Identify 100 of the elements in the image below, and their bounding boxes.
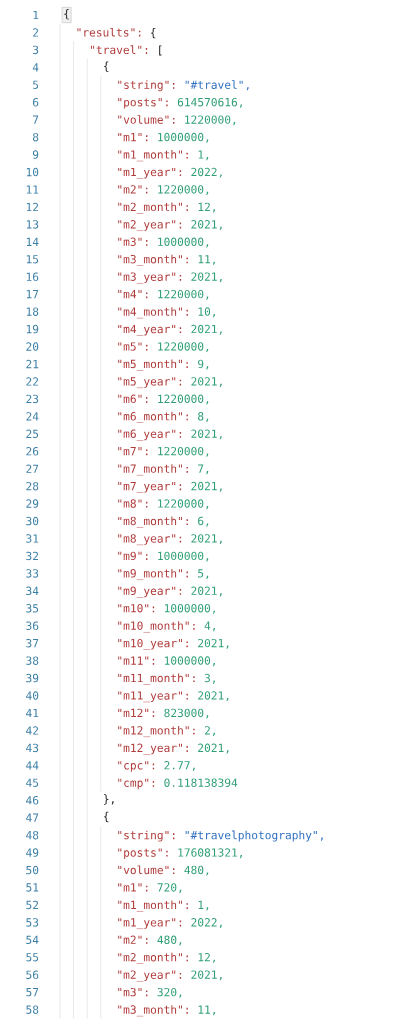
json-value: 2021,	[198, 638, 229, 649]
json-key: "m4":	[118, 290, 148, 299]
json-key: "posts":	[118, 98, 168, 109]
json-key: "m2_year":	[118, 970, 182, 982]
json-key: "m3":	[118, 237, 148, 246]
json-value: 12,	[198, 202, 215, 213]
line-number: 23	[26, 394, 39, 404]
json-value: "#travel",	[185, 80, 249, 91]
json-value: 11,	[198, 255, 215, 265]
line-number: 30	[26, 516, 39, 526]
json-value: 1220000,	[158, 499, 209, 510]
json-key: "m9":	[118, 551, 148, 561]
line-number: 39	[26, 673, 39, 683]
json-value: 2021,	[191, 586, 222, 597]
json-key: "m12_month":	[118, 725, 195, 738]
line-number: 42	[26, 726, 39, 735]
line-number: 34	[26, 586, 39, 596]
line-number: 54	[26, 935, 39, 944]
line-number: 52	[26, 900, 39, 910]
json-key: "m1_year":	[118, 918, 182, 930]
bracket: {	[61, 7, 72, 23]
json-key: "string":	[118, 830, 175, 842]
json-key: "m3_month":	[118, 1005, 188, 1017]
json-key: "cmp":	[118, 778, 155, 790]
line-number: 6	[33, 98, 39, 107]
json-value: 176081321,	[178, 848, 242, 859]
line-number: 40	[26, 691, 39, 700]
line-number: 4	[32, 63, 39, 72]
json-key: "m11_month":	[118, 673, 195, 685]
line-number: 31	[26, 534, 39, 543]
json-key: "m9_year":	[118, 586, 182, 598]
line-number: 57	[26, 988, 39, 997]
line-number: 53	[26, 918, 39, 927]
line-number: 51	[26, 883, 39, 892]
json-value: 4,	[204, 621, 215, 632]
line-number: 19	[26, 324, 39, 334]
json-value: 1220000,	[185, 115, 236, 126]
json-value: 823000,	[164, 708, 209, 719]
json-value: 720,	[157, 883, 182, 894]
bracket: {	[104, 61, 109, 72]
json-key: "m3_year":	[118, 272, 182, 284]
line-number: 37	[26, 638, 39, 648]
json-value: 7,	[198, 464, 209, 475]
json-value: 6,	[198, 516, 209, 527]
line-number: 16	[26, 272, 39, 281]
line-number: 14	[26, 237, 39, 246]
json-value: 2021,	[198, 691, 229, 702]
json-value: 614570616,	[177, 97, 242, 108]
json-key: "m2_month":	[118, 202, 188, 214]
line-number: 9	[32, 150, 39, 159]
json-key: "m4_month":	[118, 307, 188, 319]
json-key: "m6_year":	[118, 429, 182, 441]
json-value: [	[159, 45, 162, 56]
json-value: 1000000,	[158, 551, 209, 562]
json-value: {	[151, 27, 156, 39]
line-number: 18	[26, 307, 39, 316]
json-key: "m3_month":	[118, 254, 188, 266]
json-value: 1220000,	[158, 185, 209, 196]
json-key: "posts":	[118, 848, 168, 859]
json-value: 1000000,	[158, 132, 209, 143]
line-number: 13	[26, 220, 39, 229]
json-value: 1220000,	[158, 342, 209, 353]
json-value: 2021,	[191, 481, 222, 492]
line-number: 58	[26, 1005, 39, 1014]
line-number: 17	[26, 290, 39, 299]
line-number: 24	[26, 412, 39, 421]
line-number: 5	[33, 80, 39, 89]
line-number: 10	[26, 167, 39, 177]
json-key: "m7":	[118, 447, 148, 456]
json-key: "volume":	[118, 865, 175, 875]
json-value: 2021,	[198, 743, 229, 754]
json-key: "cpc":	[118, 761, 155, 772]
line-number: 56	[26, 970, 39, 979]
line-number: 22	[26, 377, 39, 386]
json-value: 480,	[157, 935, 182, 946]
line-number: 43	[26, 743, 39, 753]
json-key: "m7_year":	[118, 482, 182, 493]
json-value: 2021,	[191, 324, 222, 335]
line-number: 27	[26, 464, 39, 473]
json-key: "m12":	[118, 708, 155, 717]
json-key: "m10":	[118, 604, 155, 613]
json-value: 2021,	[191, 429, 222, 440]
line-number: 25	[26, 429, 39, 439]
json-value: 1220000,	[158, 289, 209, 300]
line-number: 47	[26, 813, 39, 822]
line-number: 50	[26, 865, 39, 875]
json-key: "m6_month":	[118, 411, 188, 423]
json-value: 10,	[198, 307, 215, 318]
json-key: "m1_month":	[118, 150, 188, 162]
json-key: "m7_month":	[118, 464, 188, 476]
line-number: 11	[26, 185, 39, 194]
json-value: 2021,	[191, 970, 222, 981]
json-value: 2021,	[191, 377, 222, 387]
line-number: 26	[26, 447, 39, 456]
json-key: "m5":	[118, 342, 148, 351]
json-key: "m12_year":	[118, 743, 188, 755]
line-number: 48	[26, 830, 39, 840]
json-key: "m2":	[118, 935, 148, 944]
json-key: "m2_month":	[118, 952, 188, 964]
json-value: 9,	[198, 359, 209, 370]
